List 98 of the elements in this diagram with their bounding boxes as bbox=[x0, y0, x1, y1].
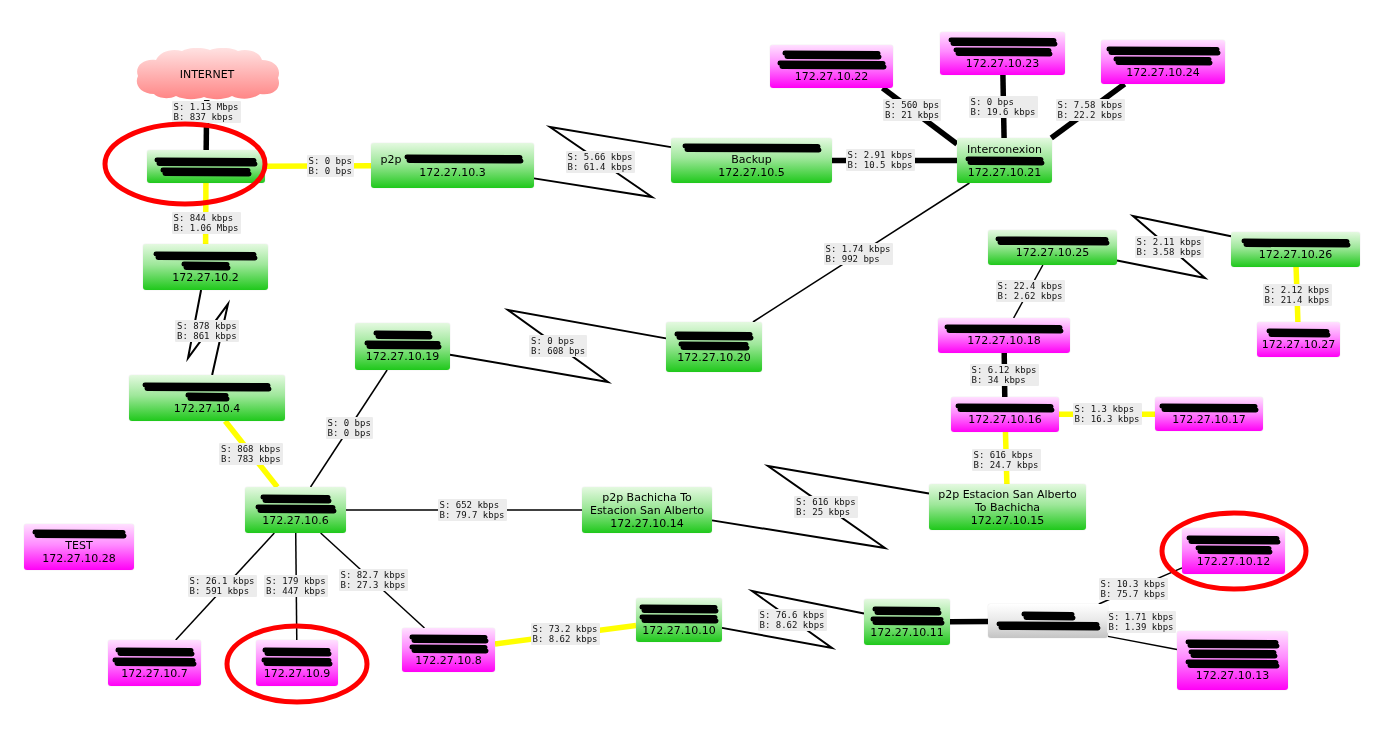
device-box bbox=[129, 375, 285, 421]
node-label: 172.27.10.28 bbox=[42, 552, 116, 565]
node-label: 172.27.10.27 bbox=[1261, 338, 1336, 351]
device-box bbox=[1101, 40, 1225, 84]
edge-label: S: 868 kbps B: 783 kbps bbox=[219, 443, 283, 465]
edge-label: S: 2.12 kbps B: 21.4 kbps bbox=[1262, 284, 1332, 306]
node-label: 172.27.10.11 bbox=[870, 625, 944, 639]
edge-label: S: 652 kbps B: 79.7 kbps bbox=[437, 499, 507, 521]
node-label: 172.27.10.14 bbox=[610, 516, 684, 530]
edge-label: S: 1.13 Mbps B: 837 kbps bbox=[171, 101, 241, 123]
wireless-link bbox=[533, 125, 672, 199]
edge-label: S: 0 bps B: 0 bps bbox=[325, 417, 373, 439]
edge-label: S: 5.66 kbps B: 61.4 kbps bbox=[565, 151, 635, 173]
node-label: Interconexion bbox=[966, 142, 1043, 156]
device-box bbox=[355, 323, 450, 370]
edge-label: S: 179 kbps B: 447 kbps bbox=[264, 575, 328, 597]
edge-label: S: 1.3 kbps B: 16.3 kbps bbox=[1072, 403, 1142, 425]
edge-label: S: 6.12 kbps B: 34 kbps bbox=[969, 364, 1039, 386]
node-label: 172.27.10.21 bbox=[967, 165, 1042, 179]
edge-label: S: 560 bps B: 21 kbps bbox=[883, 99, 942, 121]
node-label: 172.27.10.22 bbox=[794, 70, 869, 83]
device-box bbox=[770, 45, 893, 88]
device-box bbox=[1182, 528, 1285, 574]
node-label: 172.27.10.17 bbox=[1172, 412, 1246, 426]
node-label: 172.27.10.7 bbox=[121, 666, 188, 680]
wireless-link bbox=[449, 308, 667, 384]
node-label: 172.27.10.8 bbox=[415, 653, 482, 667]
node-label: Backup bbox=[731, 152, 772, 166]
edge-label: S: 844 kbps B: 1.06 Mbps bbox=[171, 212, 241, 234]
wireless-link bbox=[721, 589, 865, 650]
edge-label: S: 0 bps B: 19.6 kbps bbox=[968, 96, 1038, 118]
device-box bbox=[108, 640, 201, 686]
device-box bbox=[371, 143, 534, 188]
device-box bbox=[636, 598, 722, 642]
edge-label: S: 73.2 kbps B: 8.62 kbps bbox=[530, 623, 600, 645]
node-label: 172.27.10.18 bbox=[967, 334, 1041, 347]
node-label: 172.27.10.4 bbox=[173, 401, 241, 415]
device-box bbox=[143, 244, 268, 290]
device-box bbox=[582, 487, 712, 533]
node-label: 172.27.10.26 bbox=[1258, 248, 1333, 261]
node-label: 172.27.10.6 bbox=[262, 513, 329, 527]
device-box bbox=[245, 487, 346, 533]
node-label: 172.27.10.24 bbox=[1126, 65, 1200, 79]
edge-label: S: 0 bps B: 0 bps bbox=[306, 155, 354, 177]
device-box bbox=[666, 322, 762, 372]
node-label: 172.27.10.9 bbox=[263, 666, 331, 680]
node-label: 172.27.10.12 bbox=[1196, 554, 1271, 568]
node-label: INTERNET bbox=[179, 67, 235, 81]
edge-label: S: 10.3 kbps B: 75.7 kbps bbox=[1098, 578, 1168, 600]
edge-label: S: 22.4 kbps B: 2.62 kbps bbox=[995, 280, 1065, 302]
node-label: 172.27.10.23 bbox=[965, 57, 1040, 70]
device-box bbox=[929, 484, 1086, 530]
node-label: 172.27.10.15 bbox=[970, 513, 1045, 527]
wireless-link bbox=[1116, 214, 1232, 280]
edge-label: S: 616 kbps B: 24.7 kbps bbox=[971, 449, 1041, 471]
edge-label: S: 7.58 kbps B: 22.2 kbps bbox=[1055, 99, 1125, 121]
device-box bbox=[940, 32, 1065, 75]
node-label: p2p Bachicha To Estacion San Alberto bbox=[588, 490, 706, 517]
node-label: 172.27.10.20 bbox=[677, 350, 751, 364]
device-box bbox=[957, 138, 1052, 183]
device-box bbox=[938, 318, 1070, 353]
edge-label: S: 76.6 kbps B: 8.62 kbps bbox=[757, 609, 827, 631]
edge-label: S: 878 kbps B: 861 kbps bbox=[175, 320, 239, 342]
edge-label: S: 2.11 kbps B: 3.58 kbps bbox=[1134, 236, 1204, 258]
node-label: 172.27.10.3 bbox=[419, 165, 486, 179]
link-line bbox=[949, 618, 988, 625]
node-label: p2p Estacion San Alberto To Bachicha bbox=[937, 487, 1078, 514]
link-line bbox=[1107, 635, 1178, 651]
edge-label: S: 1.74 kbps B: 992 bps bbox=[823, 243, 893, 265]
node-label: 172.27.10.16 bbox=[968, 413, 1042, 426]
device-box bbox=[1231, 232, 1360, 267]
node-label: p2p bbox=[380, 152, 402, 166]
device-box bbox=[951, 397, 1059, 432]
edge-label: S: 0 bps B: 608 bps bbox=[529, 335, 588, 357]
device-box bbox=[988, 230, 1117, 265]
device-box bbox=[402, 628, 495, 672]
node-label: 172.27.10.2 bbox=[172, 270, 239, 284]
edge-label: S: 82.7 kbps B: 27.3 kbps bbox=[338, 569, 408, 591]
device-box bbox=[24, 524, 134, 570]
device-box bbox=[1257, 322, 1340, 357]
device-box bbox=[256, 640, 338, 686]
device-box bbox=[864, 599, 950, 645]
device-box bbox=[671, 138, 832, 183]
wireless-link bbox=[711, 464, 930, 550]
node-label: 172.27.10.13 bbox=[1195, 669, 1270, 682]
device-box bbox=[1155, 397, 1263, 431]
device-box bbox=[1177, 631, 1288, 690]
node-label: 172.27.10.19 bbox=[365, 350, 440, 363]
edge-label: S: 26.1 kbps B: 591 kbps bbox=[187, 575, 257, 597]
edge-label: S: 1.71 kbps B: 1.39 kbps bbox=[1106, 611, 1176, 633]
node-label: 172.27.10.10 bbox=[642, 623, 716, 637]
device-box bbox=[147, 150, 265, 183]
node-label: 172.27.10.5 bbox=[718, 165, 785, 179]
node-label: TEST bbox=[65, 539, 93, 552]
edge-label: S: 2.91 kbps B: 10.5 kbps bbox=[845, 149, 915, 171]
node-label: 172.27.10.25 bbox=[1015, 246, 1090, 259]
device-box bbox=[988, 604, 1108, 638]
edge-label: S: 616 kbps B: 25 kbps bbox=[794, 496, 858, 518]
